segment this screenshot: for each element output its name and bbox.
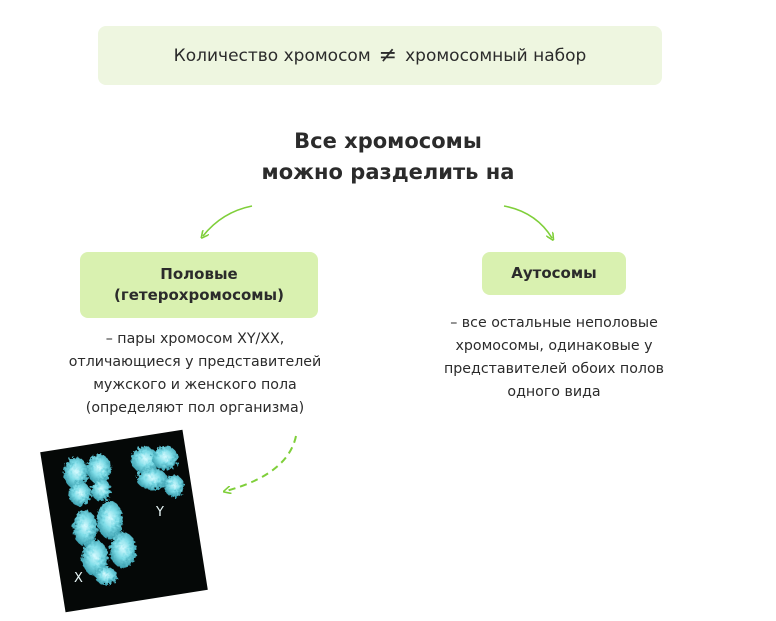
auto-desc-line-2: хромосомы, одинаковые у	[455, 338, 653, 354]
sex-desc-line-2: отличающиеся у представителей	[68, 354, 322, 370]
auto-desc-line-1: – все остальные неполовые	[450, 315, 658, 331]
sex-chromosomes-description: – пары хромосом XY/XX, отличающиеся у пр…	[30, 328, 360, 420]
autosomes-title: Аутосомы	[511, 264, 597, 282]
main-heading: Все хромосомы можно разделить на	[180, 126, 596, 188]
y-chromosome	[131, 446, 184, 497]
top-banner: Количество хромосом ≠ хромосомный набор	[98, 26, 662, 85]
auto-desc-line-3: представителей обоих полов	[444, 361, 664, 377]
sex-chromosomes-pill: Половые (гетерохромосомы)	[80, 252, 318, 318]
not-equal-icon: ≠	[378, 42, 398, 68]
heading-line-2: можно разделить на	[261, 160, 515, 184]
autosomes-description: – все остальные неполовые хромосомы, оди…	[408, 312, 700, 404]
banner-left-text: Количество хромосом	[173, 45, 371, 66]
auto-desc-line-4: одного вида	[507, 384, 601, 400]
banner-right-text: хромосомный набор	[405, 45, 587, 66]
x-chromosome	[64, 454, 136, 585]
photo-background	[40, 429, 208, 613]
label-x: X	[74, 571, 83, 586]
sex-desc-line-4: (определяют пол организма)	[85, 400, 305, 416]
sex-chromosomes-title-1: Половые	[160, 265, 238, 283]
sex-chromosomes-title-2: (гетерохромосомы)	[114, 286, 284, 304]
sex-desc-line-3: мужского и женского пола	[93, 377, 297, 393]
label-y: Y	[155, 505, 164, 520]
sex-desc-line-1: – пары хромосом XY/XX,	[105, 331, 285, 347]
autosomes-pill: Аутосомы	[482, 252, 626, 295]
heading-line-1: Все хромосомы	[294, 129, 482, 153]
